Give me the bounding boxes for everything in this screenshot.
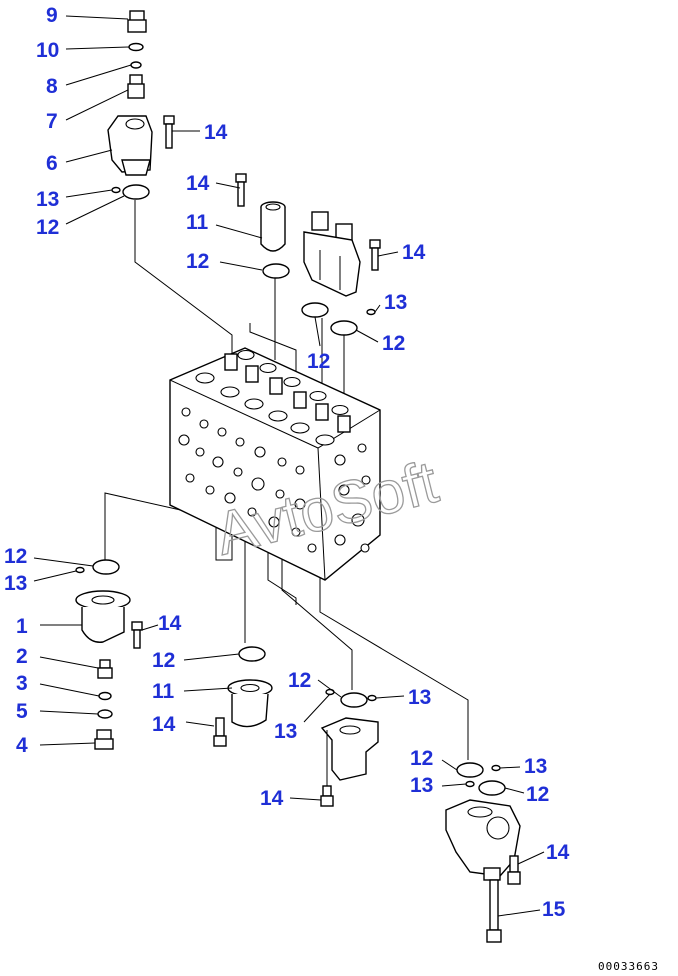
o-ring-13b	[366, 308, 376, 316]
callout-part-14: 14	[204, 121, 228, 144]
callout-part-9: 9	[46, 4, 58, 27]
callout-part-15: 15	[542, 898, 566, 921]
o-ring-12e	[92, 559, 120, 575]
o-ring-12h	[456, 762, 484, 778]
o-ring-13f	[491, 764, 501, 772]
callout-part-12: 12	[152, 649, 175, 672]
callout-part-12: 12	[186, 250, 209, 273]
callout-part-14: 14	[186, 172, 210, 195]
callout-part-13: 13	[36, 188, 59, 211]
callout-part-14: 14	[260, 787, 284, 810]
callout-part-11: 11	[152, 680, 175, 703]
bolt-14a	[163, 115, 175, 149]
valve-left-face-holes	[178, 407, 317, 553]
callout-part-12: 12	[307, 350, 330, 373]
callout-part-13: 13	[408, 686, 431, 709]
callout-part-13: 13	[384, 291, 407, 314]
valve-housing-center	[320, 717, 379, 781]
o-ring-13c	[75, 566, 85, 574]
o-ring-12d	[330, 320, 358, 336]
callout-part-12: 12	[288, 669, 311, 692]
cap-11a	[260, 201, 286, 252]
callout-leaders	[33, 15, 545, 917]
callout-part-14: 14	[402, 241, 426, 264]
callout-part-2: 2	[16, 645, 28, 668]
o-ring-8	[130, 61, 142, 69]
washer-3	[98, 691, 112, 701]
plug-2	[97, 659, 113, 679]
callout-part-12: 12	[382, 332, 405, 355]
o-ring-12a	[122, 184, 150, 200]
callout-part-11: 11	[186, 211, 209, 234]
callout-part-13: 13	[274, 720, 297, 743]
o-ring-12c	[301, 302, 329, 318]
bolt-14e	[213, 717, 227, 747]
bolt-14b	[235, 173, 247, 207]
callout-part-13: 13	[4, 572, 27, 595]
callout-part-10: 10	[36, 39, 59, 62]
bolt-14c	[369, 239, 381, 271]
o-ring-12g	[340, 692, 368, 708]
cap-11b	[227, 679, 273, 728]
o-ring-13g	[465, 780, 475, 788]
valve-top-ports	[195, 349, 351, 446]
callout-part-14: 14	[546, 841, 570, 864]
bolt-14d	[131, 621, 143, 649]
callout-part-14: 14	[158, 612, 182, 635]
callout-labels: 9 10 8 7 14 6 13 12 14 11 14 12 13 12 12…	[4, 4, 570, 921]
o-ring-13a	[111, 186, 121, 194]
callout-part-1: 1	[16, 615, 28, 638]
bolt-15	[486, 879, 502, 943]
o-ring-5	[97, 709, 113, 719]
callout-part-6: 6	[46, 152, 58, 175]
callout-part-12: 12	[4, 545, 27, 568]
valve-right-face-holes	[334, 443, 371, 553]
bolt-14f	[320, 730, 334, 807]
o-ring-12f	[238, 646, 266, 662]
callout-part-3: 3	[16, 672, 28, 695]
control-valve-body	[169, 347, 381, 581]
callout-part-12: 12	[36, 216, 59, 239]
callout-part-8: 8	[46, 75, 58, 98]
callout-part-7: 7	[46, 110, 58, 133]
o-ring-12b	[262, 263, 290, 279]
callout-part-5: 5	[16, 700, 28, 723]
o-ring-12i	[478, 780, 506, 796]
bolt-14g	[507, 855, 521, 885]
document-id: 00033663	[598, 960, 659, 973]
callout-part-14: 14	[152, 713, 176, 736]
o-ring-13d	[325, 688, 335, 696]
callout-part-12: 12	[410, 747, 433, 770]
callout-part-13: 13	[410, 774, 433, 797]
callout-part-4: 4	[16, 734, 28, 757]
cover-6	[107, 115, 153, 176]
plug-4	[94, 729, 114, 750]
o-ring-13e	[367, 694, 377, 702]
o-ring-10	[128, 42, 144, 52]
valve-housing-right	[445, 799, 521, 881]
valve-cartridge-7	[127, 74, 145, 99]
callout-part-13: 13	[524, 755, 547, 778]
valve-housing-1	[75, 590, 131, 643]
relief-plug	[127, 10, 147, 33]
solenoid-valve	[303, 211, 361, 297]
callout-part-12: 12	[526, 783, 549, 806]
